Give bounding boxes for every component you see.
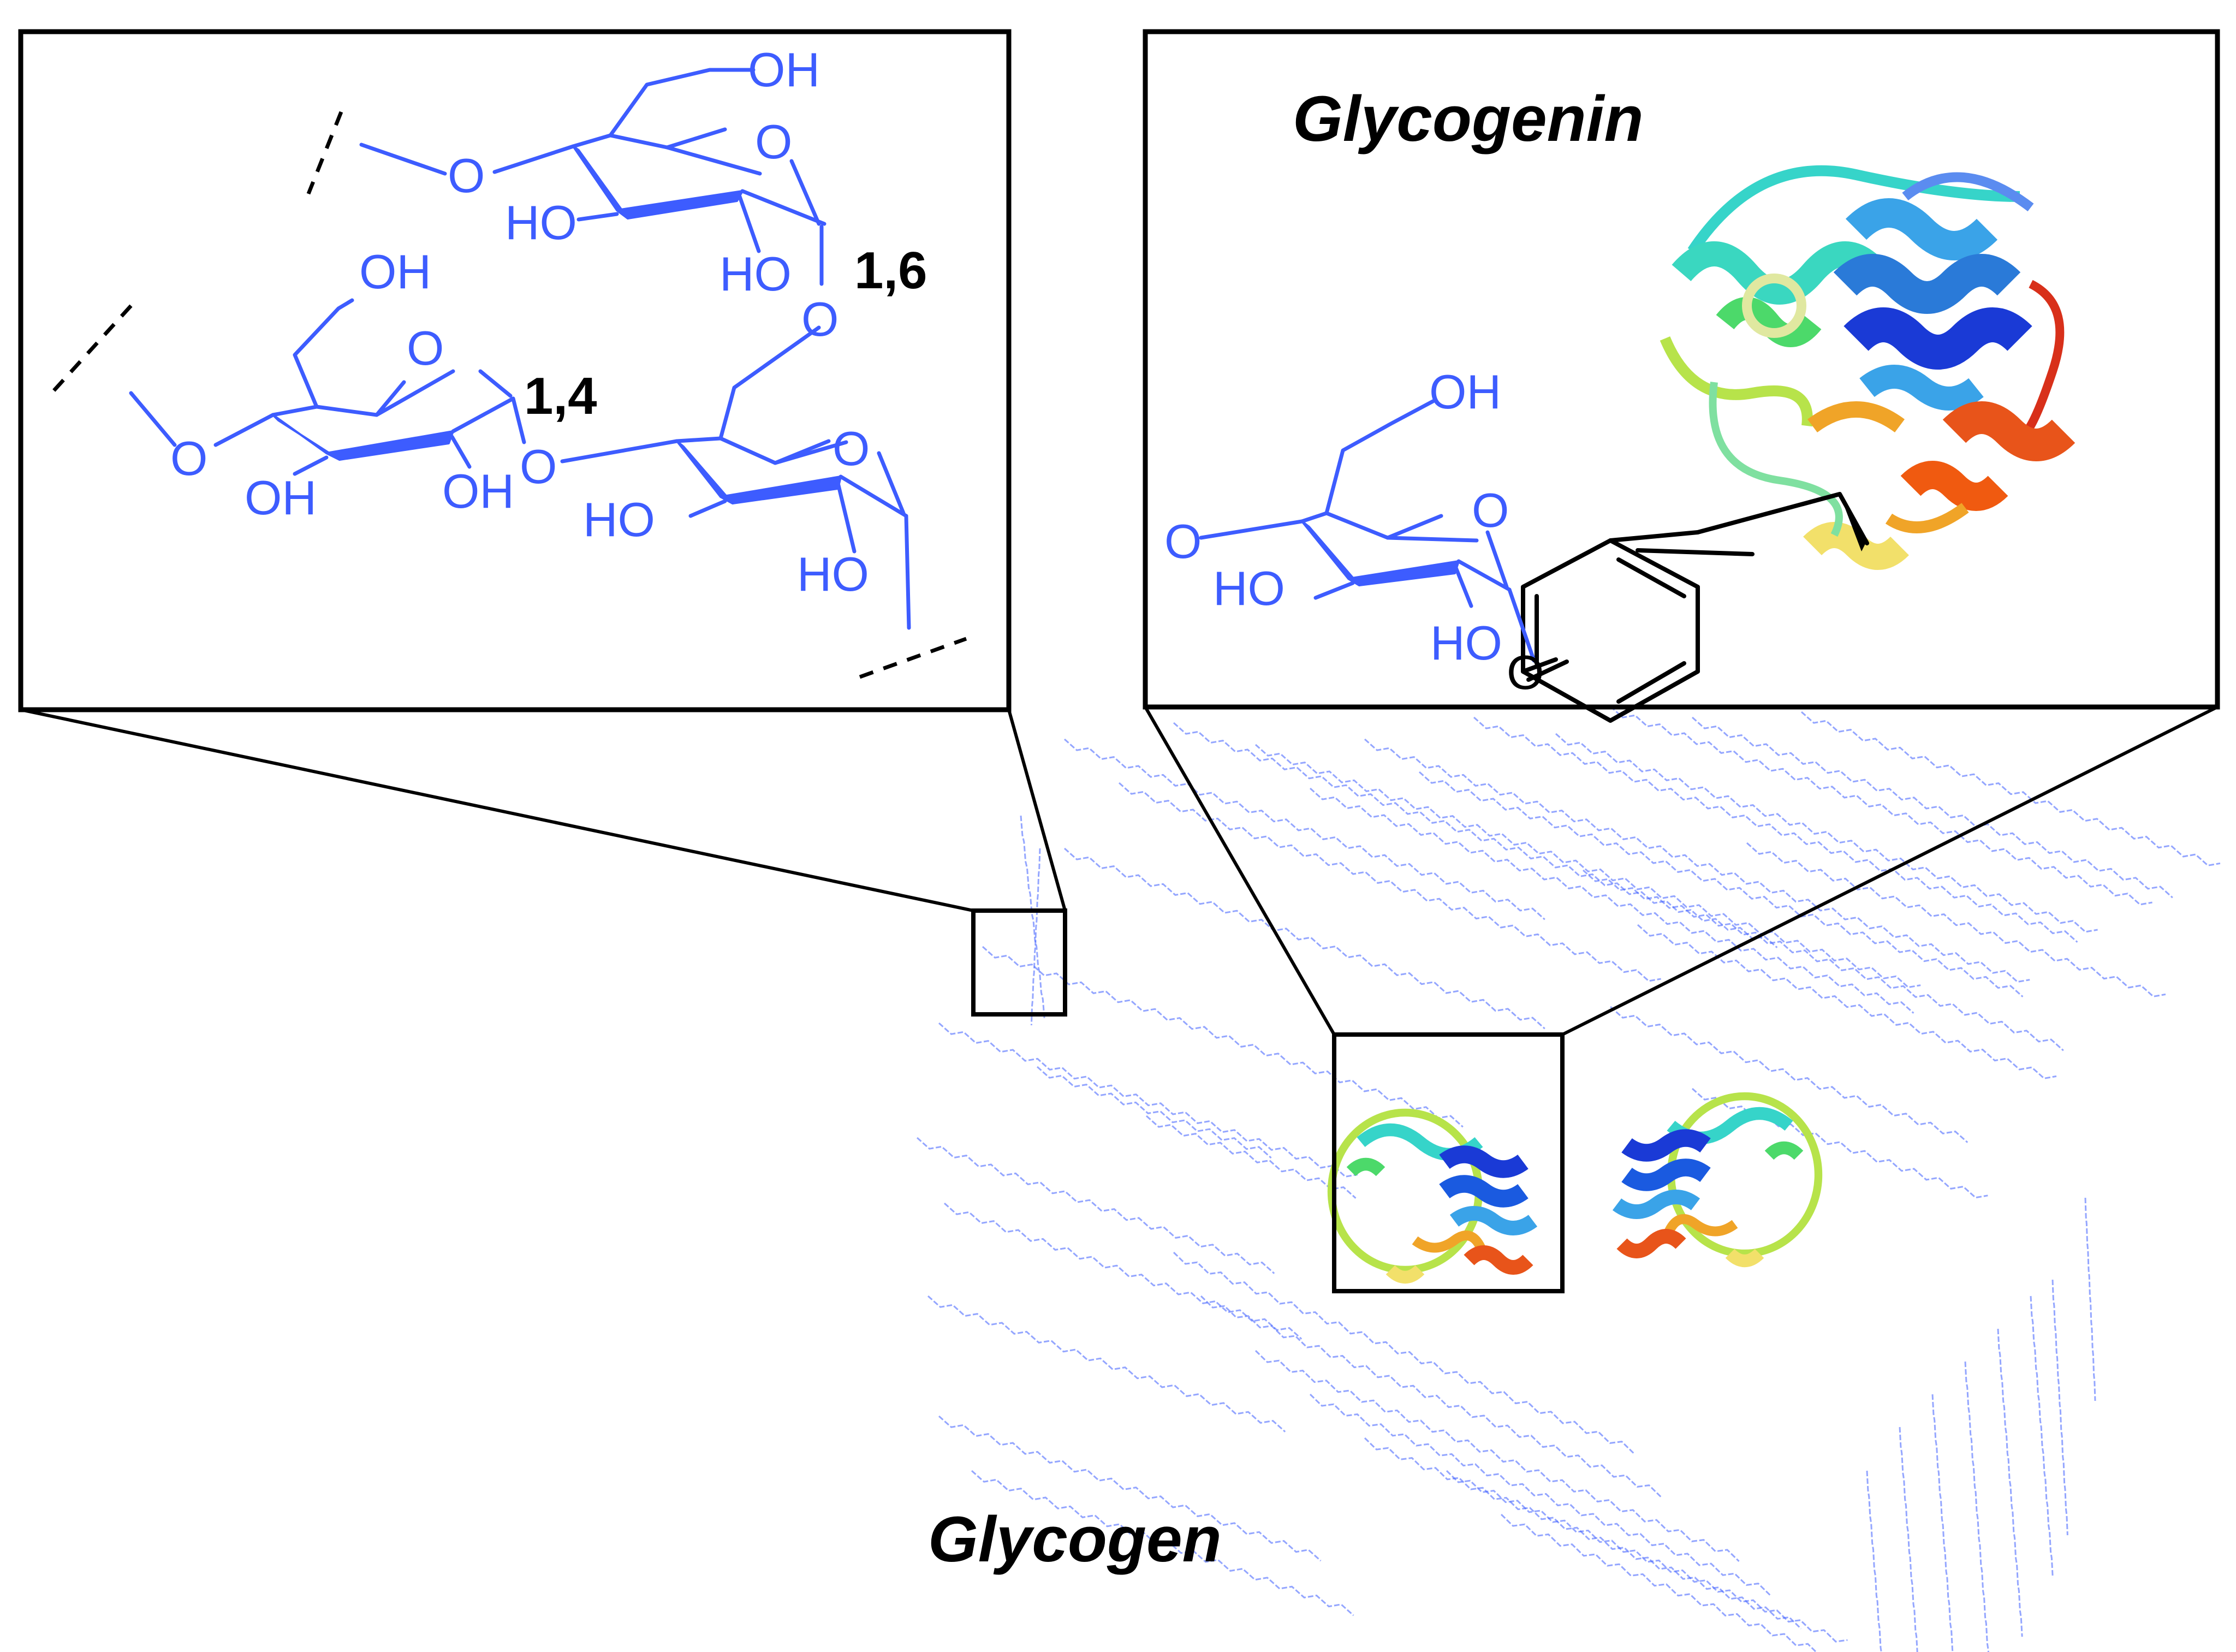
protein-dimer-icon xyxy=(1327,1092,1823,1284)
glycogen-chain xyxy=(1119,782,1661,982)
atom-label: O xyxy=(1507,645,1544,699)
atom-label: OH xyxy=(245,471,317,525)
zoom-connector xyxy=(20,708,974,912)
atom-label: O xyxy=(801,292,838,346)
atom-label: HO xyxy=(797,547,869,601)
glycogen-title: Glycogen xyxy=(928,1504,1222,1576)
glycogen-chain xyxy=(1866,1470,1882,1652)
glycogenin-panel: Glycogenin xyxy=(1143,29,2220,723)
tyrosine-linker xyxy=(1521,492,1869,723)
glycogen-particle-icon xyxy=(917,705,2221,1652)
glycogen-chain xyxy=(1310,787,1914,1014)
zoom-connector xyxy=(1561,705,2219,1036)
zoom-region-glycogenin xyxy=(1332,1032,1565,1293)
glucose-ring-left xyxy=(129,298,526,476)
atom-label: OH xyxy=(748,43,820,97)
atom-label: OH xyxy=(1429,365,1501,419)
protein-ribbon-icon xyxy=(1660,165,2076,570)
glycogen-chain xyxy=(1997,1328,2023,1637)
atom-label: HO xyxy=(1213,561,1285,615)
linkage-label-1-4: 1,4 xyxy=(524,367,597,425)
glycogen-chain xyxy=(1173,722,1778,948)
glucose-ring-top xyxy=(359,68,826,286)
glycogen-chain xyxy=(1555,733,2098,933)
glycogen-chain xyxy=(1931,1394,1954,1652)
glycogen-chain xyxy=(1254,1350,1740,1562)
zoom-region-linkages xyxy=(971,908,1067,1017)
atom-label: O xyxy=(520,439,557,494)
glycogen-chain xyxy=(971,1470,1354,1617)
glycogen-chain xyxy=(1037,1066,1272,1159)
glycogen-chain xyxy=(917,1137,1275,1274)
glycogen-chain xyxy=(1473,716,2078,943)
glycogen-chain xyxy=(1255,744,1921,989)
glycogen-chain xyxy=(1964,1361,1989,1652)
glycogen-chain xyxy=(1583,869,2064,1051)
atom-label: O xyxy=(832,421,870,476)
chain-continuation xyxy=(859,637,967,679)
glycogen-chain xyxy=(1173,1251,1634,1454)
glycogen-chain xyxy=(1637,924,2057,1079)
glycogen-chain xyxy=(1610,1006,1969,1143)
glycogen-chain xyxy=(927,1295,1286,1433)
glycogen-chain xyxy=(1064,738,1545,920)
glycogen-chain xyxy=(1500,1513,1817,1652)
glycogen-chain xyxy=(1692,716,2173,899)
zoom-connector xyxy=(1144,706,1336,1036)
glycogen-chain xyxy=(1446,1470,1848,1643)
glycogen-chain xyxy=(1309,1393,1771,1596)
atom-label: O xyxy=(1472,483,1509,537)
atom-label: O xyxy=(755,115,792,169)
atom-label: O xyxy=(170,431,207,485)
glycogen-chain xyxy=(2084,1197,2096,1401)
glucose-ring-glycogenin xyxy=(1199,399,1536,663)
glycogen-chain xyxy=(1899,1427,1918,1652)
glucose-ring-bottom xyxy=(560,325,911,630)
zoom-connector xyxy=(1007,709,1067,911)
glycogen-chain xyxy=(1610,705,2152,906)
glycogen-chain xyxy=(944,1202,1303,1340)
glycogen-chain xyxy=(938,1415,1322,1562)
glycogen-chain xyxy=(1020,815,1045,1019)
glycogen-chain xyxy=(938,1022,1358,1178)
glycogen-chain xyxy=(1200,1295,1662,1498)
glycogen-chain xyxy=(982,946,1464,1128)
linkage-label-1-6: 1,6 xyxy=(854,241,927,300)
atom-label: OH xyxy=(359,245,431,299)
linkage-panel: OH O O HO HO O OH O O OH OH O O HO HO 1,… xyxy=(18,29,1012,712)
atom-label: HO xyxy=(505,195,577,249)
glycogen-chain xyxy=(1146,1115,1357,1199)
glycogen-chain xyxy=(1746,842,2166,997)
glycogen-chain xyxy=(2030,1296,2054,1578)
glycogen-chain xyxy=(1419,771,2024,997)
glycogen-chain xyxy=(1030,848,1041,1026)
atom-label: HO xyxy=(1430,616,1502,670)
atom-label: O xyxy=(1164,514,1202,568)
atom-label: HO xyxy=(583,492,655,546)
atom-label: O xyxy=(448,148,485,203)
glycogen-chain xyxy=(1692,1088,1988,1199)
glycogen-chain xyxy=(2051,1279,2068,1536)
glycogen-chain xyxy=(1801,711,2221,866)
glycogen-chain xyxy=(1064,847,1545,1030)
glycogenin-title: Glycogenin xyxy=(1293,83,1644,155)
glycogen-chain xyxy=(1364,1437,1802,1630)
atom-label: O xyxy=(407,321,444,375)
atom-label: OH xyxy=(442,464,514,518)
atom-label: HO xyxy=(719,247,792,301)
glycogen-chain xyxy=(1364,738,2030,983)
chain-continuation xyxy=(47,304,133,397)
